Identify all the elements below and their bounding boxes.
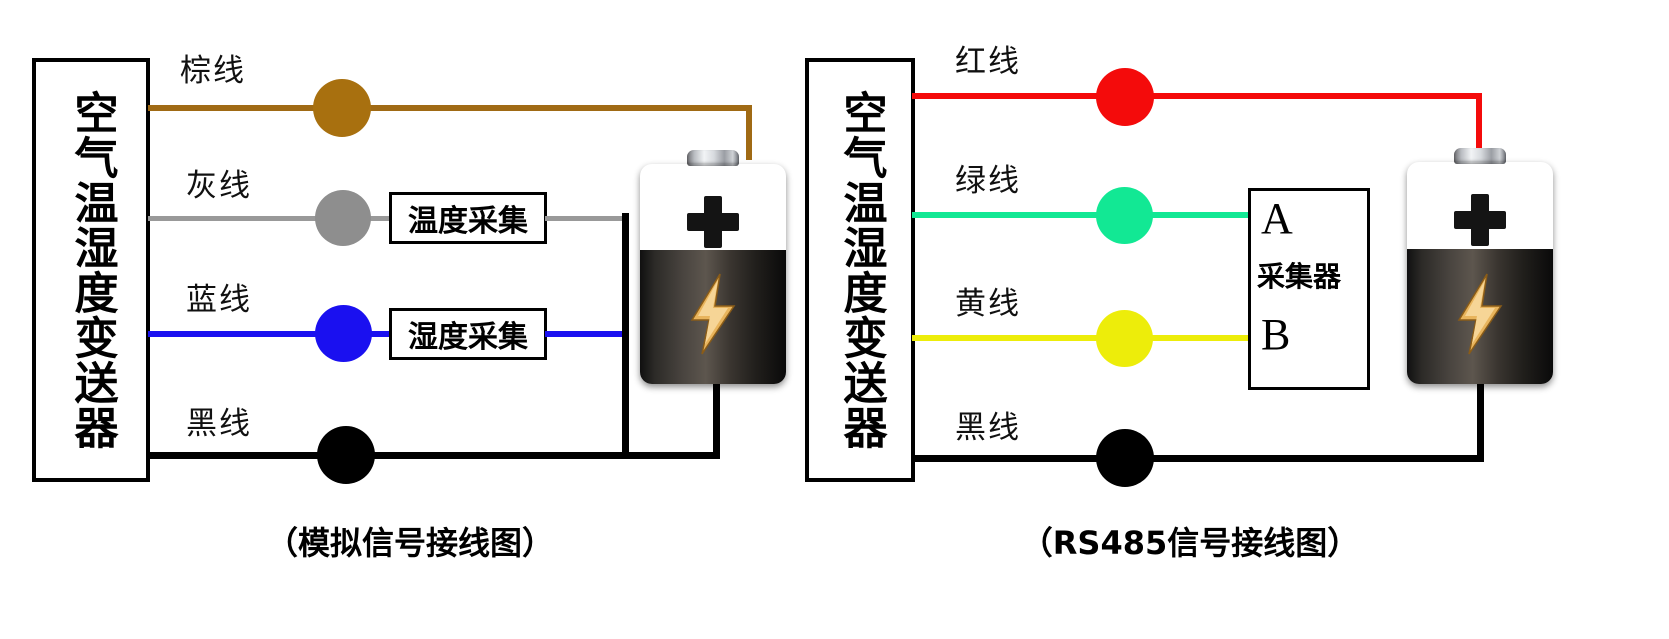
transmitter-label-analog: 空气温湿度变送器 <box>66 90 118 450</box>
caption-analog: （模拟信号接线图） <box>265 524 554 562</box>
collector-terminal-b: B <box>1261 310 1291 359</box>
wire-label-yellow: 黄线 <box>955 286 1021 322</box>
wire-gray-horizontal <box>148 216 391 221</box>
wire-green-horizontal <box>912 212 1252 218</box>
battery-lightning-icon-analog <box>690 273 736 355</box>
connector-dot-black-rs485 <box>1096 429 1154 487</box>
wire-red-horizontal <box>912 93 1482 99</box>
connector-dot-brown <box>313 79 371 137</box>
wire-label-green: 绿线 <box>955 163 1021 199</box>
battery-plus-icon-analog <box>687 196 739 248</box>
wire-black-bus-vertical <box>622 213 629 458</box>
battery-rs485 <box>1407 148 1553 384</box>
wire-blue-horizontal <box>148 331 391 337</box>
wire-blue-to-bus <box>545 331 629 337</box>
humidity-acquisition-box: 湿度采集 <box>389 308 547 360</box>
connector-dot-red <box>1096 68 1154 126</box>
wire-yellow-horizontal <box>912 335 1252 341</box>
collector-terminal-a: A <box>1261 194 1293 243</box>
wire-gray-to-bus <box>545 216 629 221</box>
wire-label-red: 红线 <box>955 44 1021 80</box>
battery-body-analog <box>640 164 786 384</box>
wire-label-black-rs485: 黑线 <box>955 410 1021 446</box>
battery-analog <box>640 150 786 384</box>
wire-label-gray: 灰线 <box>186 168 252 204</box>
humidity-acquisition-label: 湿度采集 <box>408 320 528 355</box>
wire-label-black-analog: 黑线 <box>186 406 252 442</box>
temperature-acquisition-label: 温度采集 <box>408 204 528 239</box>
battery-terminal-cap-rs485 <box>1454 148 1506 164</box>
battery-terminal-cap-analog <box>687 150 739 166</box>
transmitter-box-analog: 空气温湿度变送器 <box>32 58 150 482</box>
collector-label: 采集器 <box>1257 260 1342 293</box>
transmitter-label-rs485: 空气温湿度变送器 <box>835 90 887 450</box>
wire-label-brown: 棕线 <box>180 53 246 89</box>
wire-brown-horizontal <box>148 105 752 111</box>
collector-box: A 采集器 B <box>1248 188 1370 390</box>
connector-dot-green <box>1096 187 1153 244</box>
wire-black-vertical-analog <box>713 378 720 458</box>
battery-lightning-icon-rs485 <box>1457 273 1503 355</box>
wire-black-horizontal-rs485 <box>912 455 1484 462</box>
caption-rs485: （RS485信号接线图） <box>1020 524 1360 562</box>
connector-dot-black-analog <box>317 426 375 484</box>
battery-plus-icon-rs485 <box>1454 194 1506 246</box>
connector-dot-yellow <box>1096 310 1153 367</box>
wire-label-blue: 蓝线 <box>186 282 252 318</box>
battery-body-rs485 <box>1407 162 1553 384</box>
temperature-acquisition-box: 温度采集 <box>389 192 547 244</box>
wire-black-horizontal <box>148 452 720 459</box>
wire-brown-vertical <box>746 105 752 160</box>
transmitter-box-rs485: 空气温湿度变送器 <box>805 58 915 482</box>
connector-dot-blue <box>315 305 372 362</box>
connector-dot-gray <box>315 190 371 246</box>
wire-black-vertical-rs485 <box>1477 382 1484 461</box>
wire-red-vertical <box>1476 93 1482 155</box>
